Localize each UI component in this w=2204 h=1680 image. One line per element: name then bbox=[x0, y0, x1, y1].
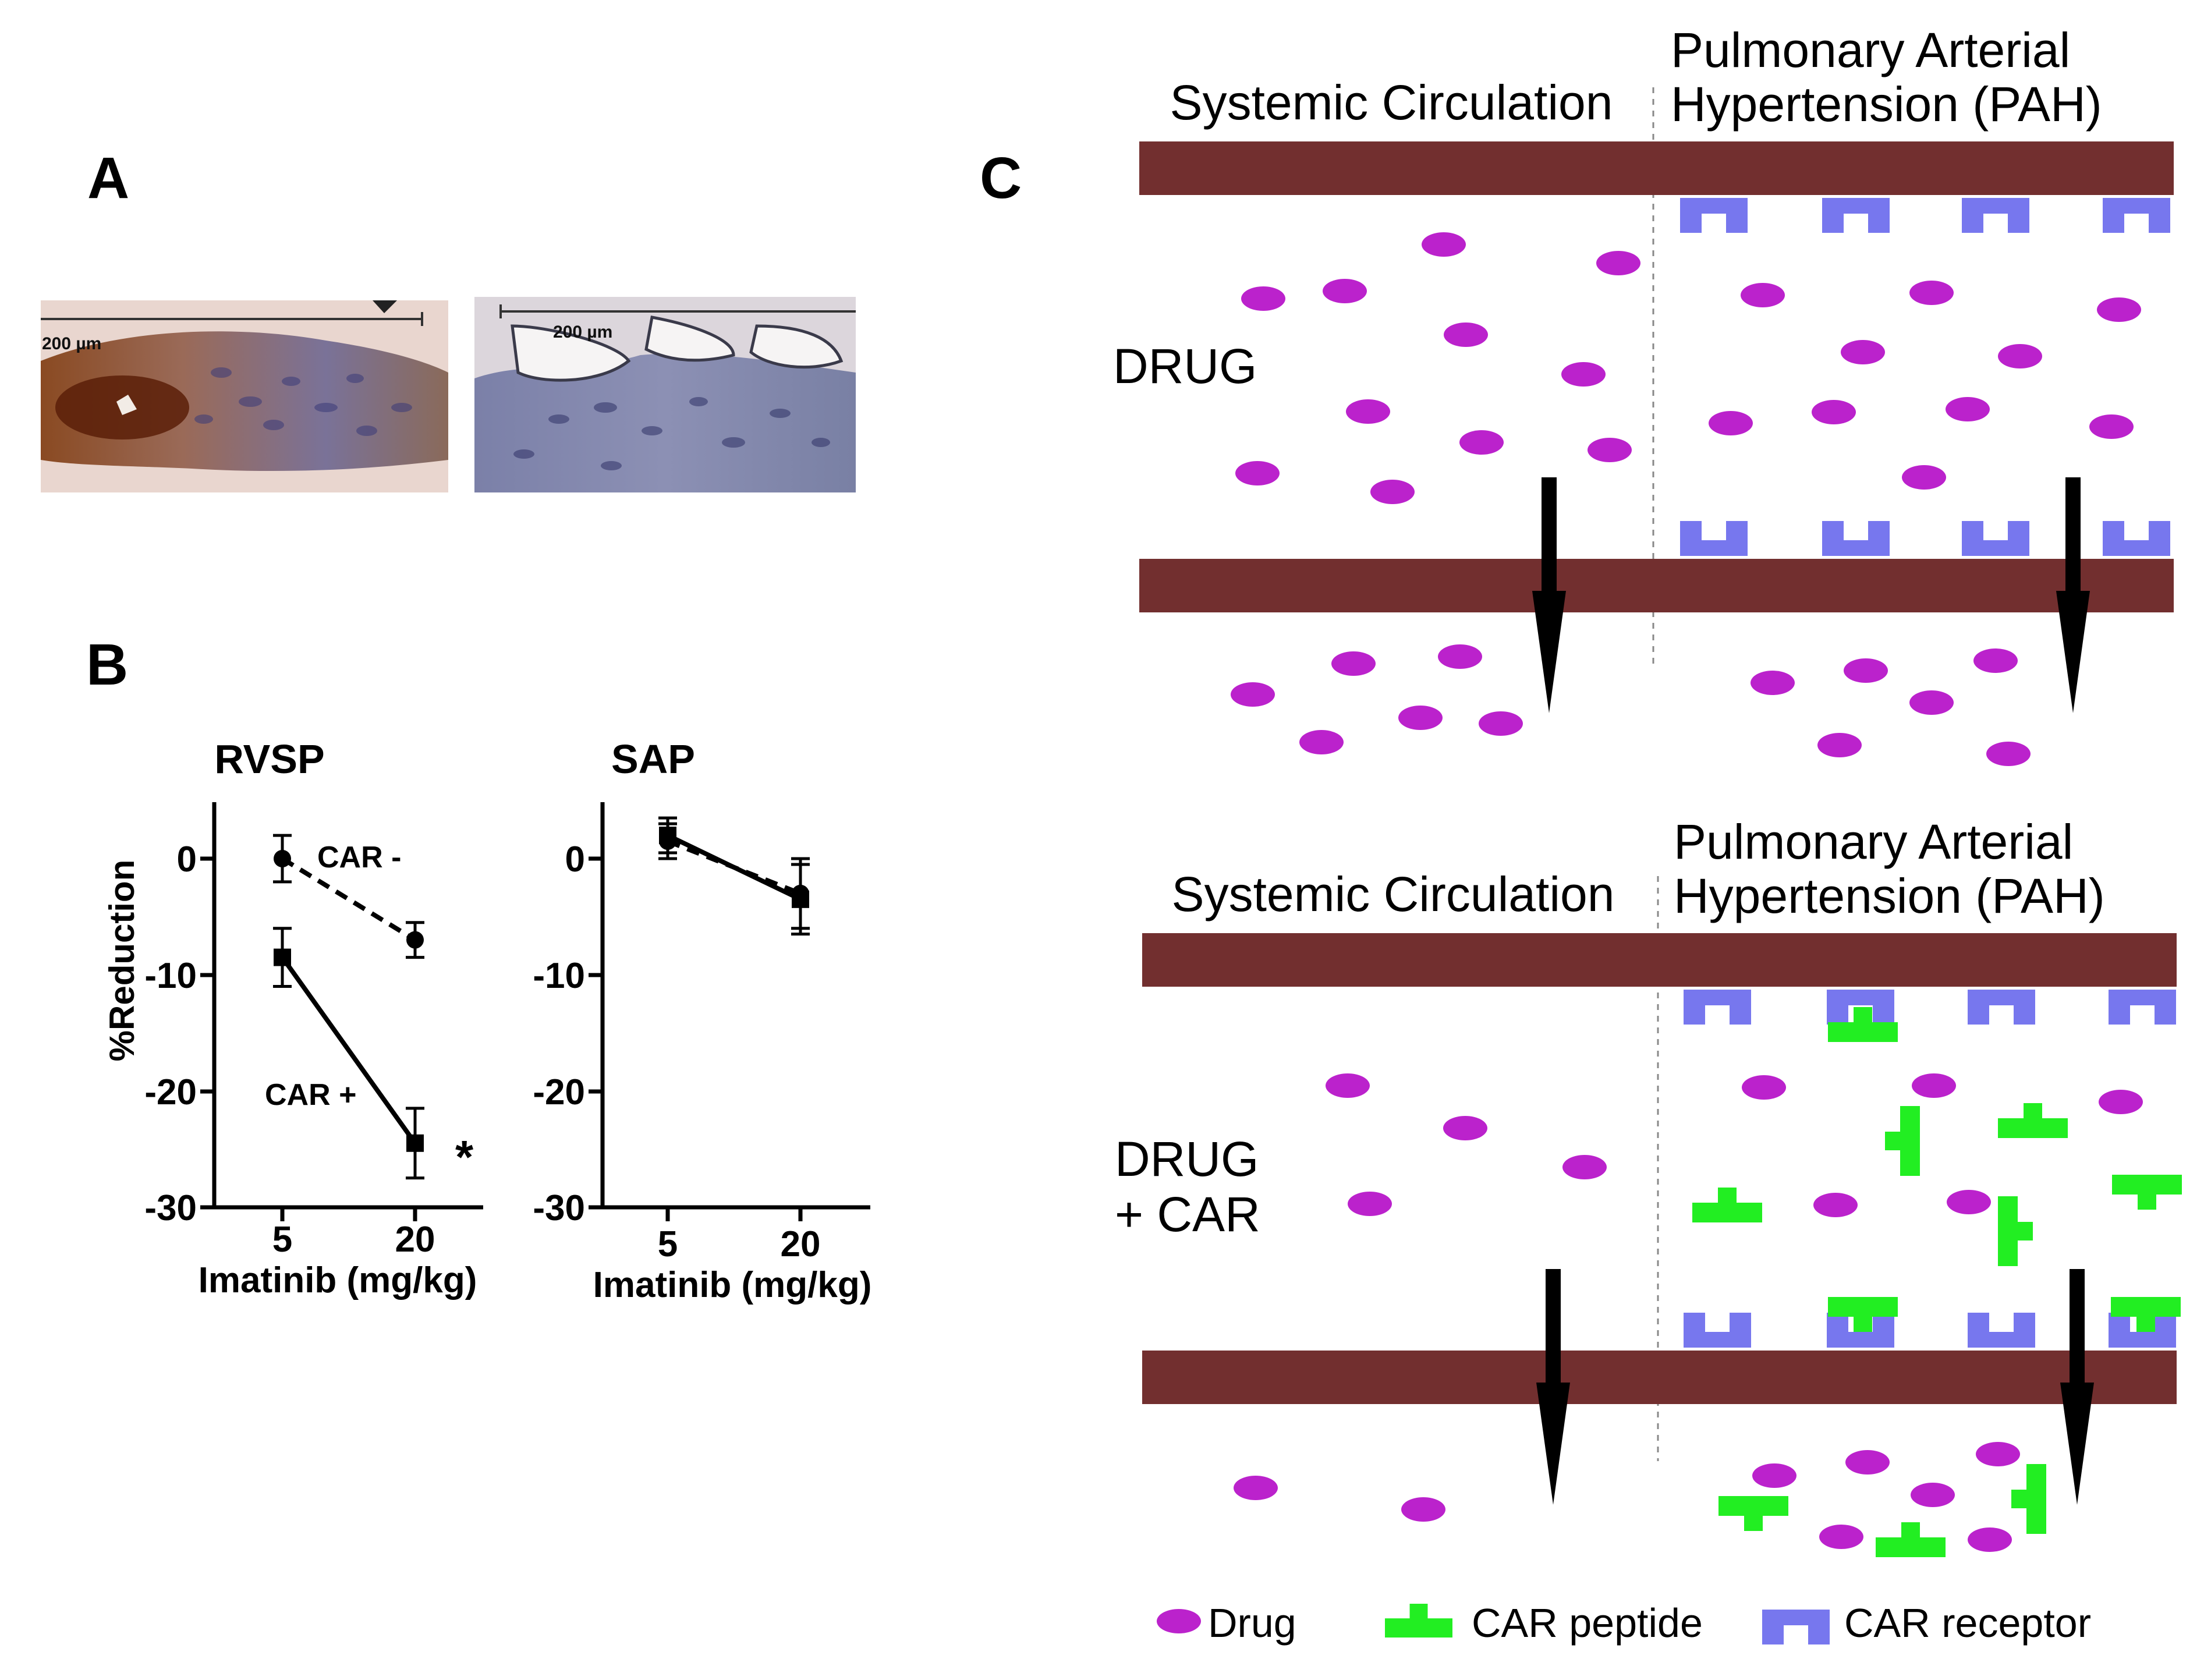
panel-a-label: A bbox=[87, 146, 129, 211]
car-plus-label: CAR + bbox=[265, 1078, 356, 1112]
car-minus-label: CAR - bbox=[317, 841, 401, 874]
rvsp-ytick-label: -30 bbox=[144, 1188, 197, 1228]
scenario-drug-plus-car: Systemic Circulation Pulmonary Arterial … bbox=[1115, 814, 2182, 1557]
legend-drug-swatch bbox=[1157, 1609, 1201, 1633]
rvsp-ytick-label: 0 bbox=[177, 839, 197, 880]
rvsp-xtick-label: 20 bbox=[395, 1220, 435, 1260]
rvsp-title: RVSP bbox=[214, 736, 324, 782]
systemic-label-bottom: Systemic Circulation bbox=[1172, 867, 1615, 921]
sap-ytick-label: -20 bbox=[533, 1072, 585, 1112]
rvsp-point bbox=[406, 931, 424, 949]
legend: Drug CAR peptide CAR receptor bbox=[1157, 1600, 2091, 1646]
legend-receptor-label: CAR receptor bbox=[1844, 1600, 2091, 1646]
drug-particles-top bbox=[1231, 232, 2141, 766]
vessel-wall-lower bbox=[1142, 1351, 2177, 1404]
condition-label-top: DRUG bbox=[1113, 339, 1257, 394]
legend-peptide-swatch bbox=[1385, 1604, 1452, 1638]
sap-title: SAP bbox=[611, 736, 695, 782]
systemic-label-top: Systemic Circulation bbox=[1170, 75, 1613, 130]
rvsp-ytick-label: -20 bbox=[144, 1072, 197, 1112]
sap-ytick-label: -10 bbox=[533, 956, 585, 996]
sap-xtick-label: 20 bbox=[781, 1224, 821, 1264]
micrograph-car-plus: 200 µm bbox=[41, 300, 448, 492]
sap-ytick-marks bbox=[589, 856, 603, 1210]
rvsp-chart: RVSP %Reduction 0 -10 -20 -30 5 20 Imati… bbox=[102, 736, 483, 1300]
pah-label-top-line2: Hypertension (PAH) bbox=[1671, 77, 2102, 132]
scenario-drug: Systemic Circulation Pulmonary Arterial … bbox=[1113, 23, 2174, 766]
legend-drug-label: Drug bbox=[1208, 1600, 1296, 1646]
diffusion-arrows-top bbox=[1532, 477, 2090, 713]
receptor-row-lower bbox=[1684, 1313, 2176, 1348]
condition-label-bottom-line1: DRUG bbox=[1115, 1132, 1259, 1186]
scale-bar-label-right: 200 µm bbox=[553, 322, 612, 342]
diffusion-arrows-bottom bbox=[1536, 1269, 2094, 1505]
drug-particles-bottom bbox=[1234, 1073, 2143, 1552]
vessel-wall-lower bbox=[1139, 559, 2174, 612]
receptor-row-lower bbox=[1680, 521, 2170, 556]
sap-point bbox=[792, 890, 809, 908]
rvsp-series-1-line bbox=[280, 956, 417, 1145]
rvsp-series-0-line bbox=[281, 856, 417, 942]
pah-label-top-line1: Pulmonary Arterial bbox=[1671, 23, 2070, 77]
vessel-wall-upper bbox=[1142, 933, 2177, 987]
rvsp-point bbox=[274, 948, 291, 966]
sap-point bbox=[659, 827, 676, 845]
sap-ytick-label: 0 bbox=[565, 839, 585, 880]
rvsp-point bbox=[406, 1134, 424, 1152]
sap-series-1-line bbox=[667, 833, 802, 902]
rvsp-xtick-marks bbox=[280, 1207, 417, 1221]
receptor-row-upper bbox=[1680, 198, 2170, 233]
scale-bar-label-left: 200 µm bbox=[42, 334, 101, 353]
rvsp-ytick-marks bbox=[200, 856, 214, 1210]
panel-b-label: B bbox=[86, 632, 128, 697]
rvsp-xlabel: Imatinib (mg/kg) bbox=[199, 1260, 477, 1300]
sap-chart: SAP 0 -10 -20 -30 5 20 Imatinib (mg/kg) bbox=[533, 736, 871, 1305]
condition-label-bottom-line2: + CAR bbox=[1115, 1187, 1260, 1242]
significance-marker: * bbox=[455, 1131, 474, 1183]
sap-xtick-marks bbox=[665, 1207, 803, 1221]
sap-xlabel: Imatinib (mg/kg) bbox=[593, 1265, 872, 1305]
vessel-wall-upper bbox=[1139, 141, 2174, 195]
sap-ytick-label: -30 bbox=[533, 1188, 585, 1228]
rvsp-ytick-label: -10 bbox=[144, 956, 197, 996]
bound-peptides bbox=[1828, 1007, 2181, 1332]
pah-label-bottom-line1: Pulmonary Arterial bbox=[1674, 814, 2073, 869]
sap-xtick-label: 5 bbox=[658, 1224, 678, 1264]
panel-c-label: C bbox=[980, 146, 1022, 211]
rvsp-ylabel: %Reduction bbox=[102, 860, 141, 1062]
rvsp-marks bbox=[273, 834, 424, 1180]
rvsp-xtick-label: 5 bbox=[272, 1220, 292, 1260]
rvsp-point bbox=[274, 850, 291, 867]
pah-label-bottom-line2: Hypertension (PAH) bbox=[1674, 869, 2105, 923]
micrograph-car-minus: 200 µm bbox=[474, 297, 856, 492]
receptor-row-upper bbox=[1684, 990, 2176, 1025]
legend-peptide-label: CAR peptide bbox=[1472, 1600, 1703, 1646]
sap-marks bbox=[658, 816, 810, 936]
legend-receptor-swatch bbox=[1762, 1610, 1830, 1644]
